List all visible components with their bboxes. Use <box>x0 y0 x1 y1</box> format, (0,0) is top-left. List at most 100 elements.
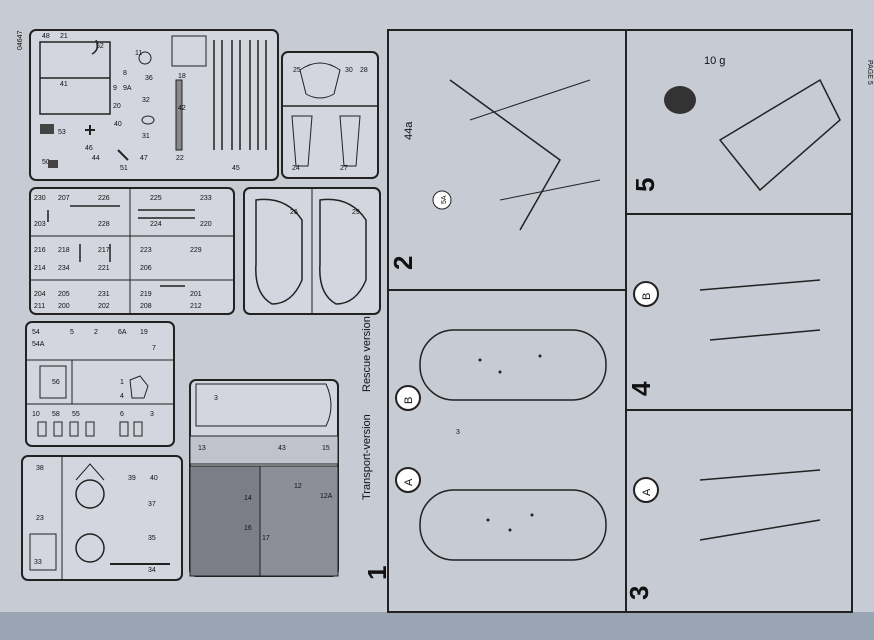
svg-text:28: 28 <box>360 67 368 74</box>
svg-text:204: 204 <box>34 291 46 298</box>
svg-text:47: 47 <box>140 155 148 162</box>
svg-text:46: 46 <box>85 145 93 152</box>
svg-text:214: 214 <box>34 265 46 272</box>
svg-text:51: 51 <box>120 165 128 172</box>
sprue-d: 26 29 <box>243 187 381 315</box>
step-5: 5 10 g <box>630 55 841 192</box>
svg-text:9: 9 <box>113 85 117 92</box>
svg-text:200: 200 <box>58 303 70 310</box>
svg-text:41: 41 <box>60 81 68 88</box>
svg-text:231: 231 <box>98 291 110 298</box>
step-3-variant: A <box>641 488 653 496</box>
sprue-a: 41 53 50 46 44 51 47 9 20 40 8 9A 11 36 … <box>29 29 279 181</box>
svg-text:24: 24 <box>292 165 300 172</box>
svg-text:230: 230 <box>34 195 46 202</box>
step-4-variant: B <box>641 293 653 300</box>
svg-text:21: 21 <box>60 33 68 40</box>
svg-text:2: 2 <box>94 329 98 336</box>
svg-text:37: 37 <box>148 501 156 508</box>
step-3-number: 3 <box>624 586 654 600</box>
svg-text:18: 18 <box>178 73 186 80</box>
svg-text:12A: 12A <box>320 493 333 500</box>
svg-text:33: 33 <box>34 559 42 566</box>
svg-text:9A: 9A <box>123 85 132 92</box>
svg-text:4: 4 <box>120 393 124 400</box>
step-5-weight-label: 10 g <box>704 55 725 67</box>
step-2-part-ref: 44a <box>403 121 415 140</box>
svg-text:218: 218 <box>58 247 70 254</box>
svg-text:16: 16 <box>244 525 252 532</box>
step-1-number: 1 <box>362 566 392 580</box>
step-1-variant-a: A <box>403 478 415 486</box>
svg-text:58: 58 <box>52 411 60 418</box>
svg-text:44: 44 <box>92 155 100 162</box>
svg-text:3: 3 <box>150 411 154 418</box>
svg-text:219: 219 <box>140 291 152 298</box>
svg-text:48: 48 <box>42 33 50 40</box>
step-1-part: 3 <box>456 429 460 436</box>
step-3: 3 A <box>624 469 821 600</box>
svg-text:5: 5 <box>70 329 74 336</box>
svg-text:202: 202 <box>98 303 110 310</box>
svg-text:221: 221 <box>98 265 110 272</box>
svg-text:207: 207 <box>58 195 70 202</box>
svg-text:7: 7 <box>152 345 156 352</box>
svg-text:17: 17 <box>262 535 270 542</box>
svg-text:3: 3 <box>214 395 218 402</box>
svg-text:216: 216 <box>34 247 46 254</box>
svg-text:54: 54 <box>32 329 40 336</box>
svg-text:23: 23 <box>36 515 44 522</box>
svg-text:50: 50 <box>42 159 50 166</box>
svg-text:29: 29 <box>352 209 360 216</box>
svg-text:220: 220 <box>200 221 212 228</box>
svg-text:226: 226 <box>98 195 110 202</box>
svg-text:228: 228 <box>98 221 110 228</box>
svg-text:212: 212 <box>190 303 202 310</box>
svg-text:27: 27 <box>340 165 348 172</box>
svg-text:234: 234 <box>58 265 70 272</box>
step-frames <box>387 29 853 613</box>
svg-text:15: 15 <box>322 445 330 452</box>
step-2: 2 44a 5A <box>388 79 601 270</box>
svg-text:211: 211 <box>34 303 45 310</box>
svg-text:35: 35 <box>148 535 156 542</box>
svg-text:20: 20 <box>113 103 121 110</box>
step-4-number: 4 <box>626 381 656 396</box>
svg-text:223: 223 <box>140 247 152 254</box>
step-2-number: 2 <box>388 256 418 270</box>
svg-text:55: 55 <box>72 411 80 418</box>
svg-text:14: 14 <box>244 495 252 502</box>
svg-text:8: 8 <box>123 70 127 77</box>
svg-text:38: 38 <box>36 465 44 472</box>
svg-text:36: 36 <box>145 75 153 82</box>
step-1-label-rescue: Rescue version <box>361 316 373 392</box>
svg-text:203: 203 <box>34 221 46 228</box>
page-label: PAGE 5 <box>866 60 873 85</box>
svg-text:201: 201 <box>190 291 202 298</box>
svg-text:31: 31 <box>142 133 150 140</box>
svg-text:229: 229 <box>190 247 202 254</box>
svg-text:205: 205 <box>58 291 70 298</box>
svg-text:25: 25 <box>293 67 301 74</box>
bottom-shadow <box>0 612 874 640</box>
step-4: 4 B <box>626 279 821 396</box>
svg-text:206: 206 <box>140 265 152 272</box>
step-5-number: 5 <box>630 178 660 192</box>
svg-text:34: 34 <box>148 567 156 574</box>
svg-text:39: 39 <box>128 475 136 482</box>
svg-text:6A: 6A <box>118 329 127 336</box>
step-1-label-transport: Transport-version <box>361 414 373 500</box>
svg-text:45: 45 <box>232 165 240 172</box>
sprue-b: 25 30 28 24 27 <box>281 51 379 179</box>
svg-text:6: 6 <box>120 411 124 418</box>
svg-text:10: 10 <box>32 411 40 418</box>
svg-text:11: 11 <box>135 50 142 57</box>
svg-text:22: 22 <box>176 155 184 162</box>
svg-text:43: 43 <box>278 445 286 452</box>
svg-text:233: 233 <box>200 195 212 202</box>
svg-text:208: 208 <box>140 303 152 310</box>
